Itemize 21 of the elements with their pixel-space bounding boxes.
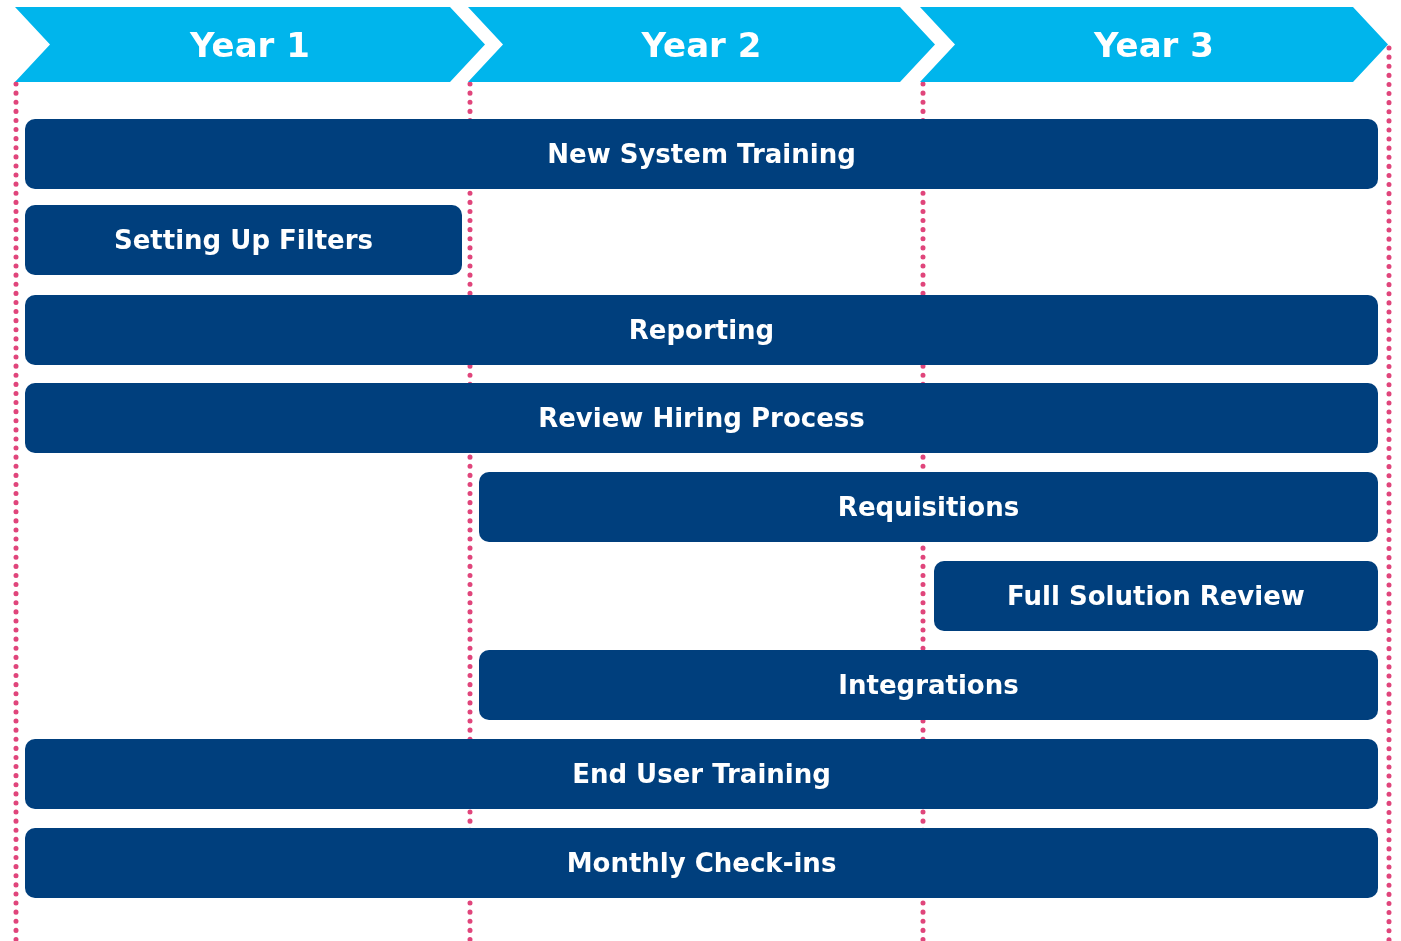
task-bar (934, 561, 1378, 631)
task-bar (25, 205, 462, 275)
year-label: Year 1 (190, 24, 310, 65)
task-label: Reporting (628, 315, 775, 345)
task-label: Integrations (838, 670, 1019, 700)
task-bar (25, 739, 1378, 809)
task-label: Full Solution Review (1007, 581, 1305, 611)
task-bar (25, 119, 1378, 189)
year-label: Year 2 (641, 24, 762, 65)
task-label: Setting Up Filters (114, 225, 373, 255)
task-bar (479, 472, 1378, 542)
task-bar (25, 828, 1378, 898)
task-bar (479, 650, 1378, 720)
task-bar (25, 383, 1378, 453)
task-label: Requisitions (837, 492, 1020, 522)
task-label: Review Hiring Process (538, 403, 865, 433)
year-label: Year 3 (1094, 24, 1214, 65)
task-label: Monthly Check-ins (566, 848, 837, 878)
task-bar (25, 295, 1378, 365)
task-label: New System Training (547, 139, 856, 169)
task-label: End User Training (572, 759, 831, 789)
